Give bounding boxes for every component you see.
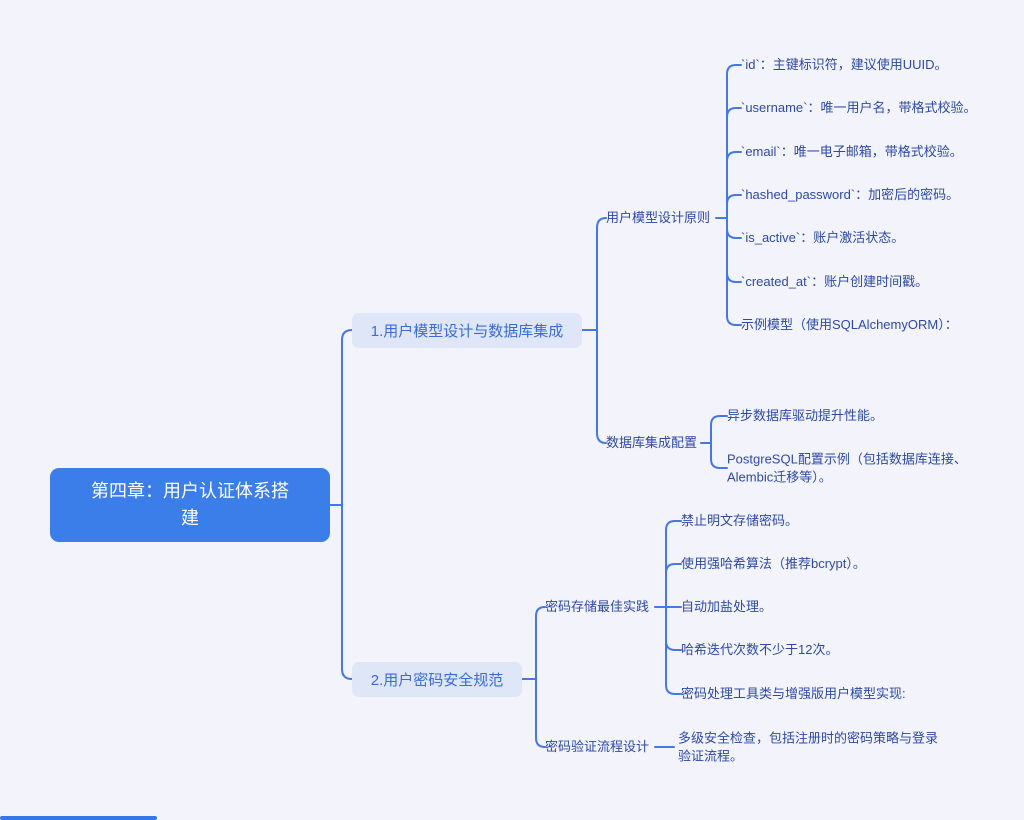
leaf-topic[interactable]: 使用强哈希算法（推荐bcrypt）。 [681,556,866,572]
leaf-topic[interactable]: 禁止明文存储密码。 [681,513,799,529]
leaf-topic[interactable]: 示例模型（使用SQLAlchemyORM）： [741,317,958,333]
branch-topic-label: 1.用户模型设计与数据库集成 [370,323,564,340]
leaf-topic[interactable]: 密码处理工具类与增强版用户模型实现: [681,686,906,702]
subtopic-password-verification-design[interactable]: 密码验证流程设计 [545,739,650,755]
horizontal-scrollbar[interactable] [0,816,157,820]
root-topic[interactable]: 第四章：用户认证体系搭建 [50,468,330,542]
leaf-topic[interactable]: `is_active`：账户激活状态。 [741,230,905,246]
leaf-topic[interactable]: `hashed_password`：加密后的密码。 [741,187,960,203]
leaf-topic[interactable]: `created_at`：账户创建时间戳。 [741,274,929,290]
root-topic-label: 第四章：用户认证体系搭建 [91,481,289,528]
leaf-topic[interactable]: `username`：唯一用户名，带格式校验。 [741,100,977,116]
branch-topic-user-model[interactable]: 1.用户模型设计与数据库集成 [352,313,582,348]
leaf-topic[interactable]: 自动加盐处理。 [681,599,773,615]
branch-topic-label: 2.用户密码安全规范 [370,672,504,689]
subtopic-model-design-principles[interactable]: 用户模型设计原则 [606,210,711,226]
leaf-topic[interactable]: `id`：主键标识符，建议使用UUID。 [741,57,948,73]
leaf-topic[interactable]: 多级安全检查，包括注册时的密码策略与登录验证流程。 [678,730,939,763]
leaf-topic[interactable]: `email`：唯一电子邮箱，带格式校验。 [741,144,963,160]
leaf-topic[interactable]: PostgreSQL配置示例（包括数据库连接、Alembic迁移等）。 [727,451,967,484]
subtopic-password-storage-practices[interactable]: 密码存储最佳实践 [545,599,650,615]
subtopic-db-integration-config[interactable]: 数据库集成配置 [606,435,698,451]
branch-topic-password-security[interactable]: 2.用户密码安全规范 [352,662,522,697]
leaf-topic[interactable]: 异步数据库驱动提升性能。 [727,408,884,424]
leaf-topic[interactable]: 哈希迭代次数不少于12次。 [681,642,839,658]
